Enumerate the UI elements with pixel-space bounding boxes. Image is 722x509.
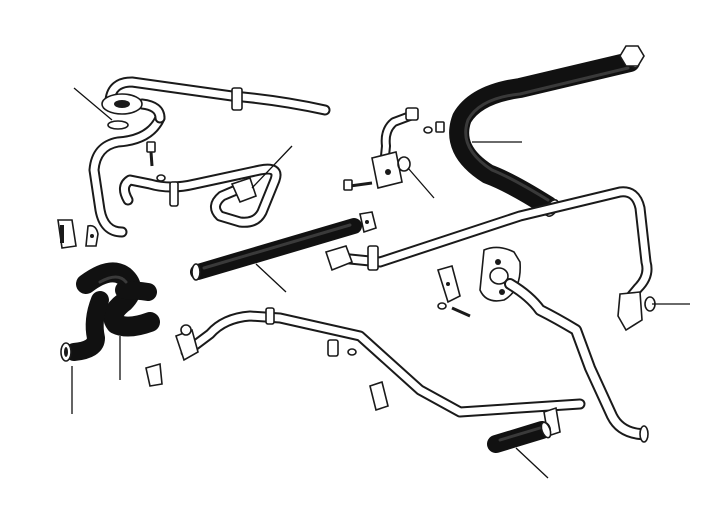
leader-line-1 [73, 87, 113, 121]
upper-left-pipe [88, 76, 331, 238]
straight-hose [190, 218, 362, 281]
leader-line-2 [251, 145, 293, 189]
clamp-mid-right [436, 265, 471, 318]
flange-pipe [479, 246, 649, 443]
upper-left-bolt [146, 141, 166, 182]
small-clip-left [145, 362, 163, 387]
elbow-housing [343, 107, 419, 191]
upper-left-gasket [107, 120, 129, 130]
loop-pipe [119, 163, 282, 228]
top-right-nut [619, 45, 645, 67]
left-clamp [57, 219, 99, 249]
long-right-pipe [324, 186, 656, 332]
small-clip-bottom [369, 380, 389, 412]
leader-line-4 [407, 167, 435, 199]
leader-lines [71, 87, 690, 479]
small-fasteners [397, 121, 445, 172]
s-bend-hose [60, 262, 160, 362]
short-hose [487, 421, 552, 453]
leader-line-6 [255, 263, 287, 293]
leader-line-9 [515, 447, 549, 479]
hose-clip-center [359, 211, 377, 234]
long-bottom-pipe [174, 307, 586, 418]
